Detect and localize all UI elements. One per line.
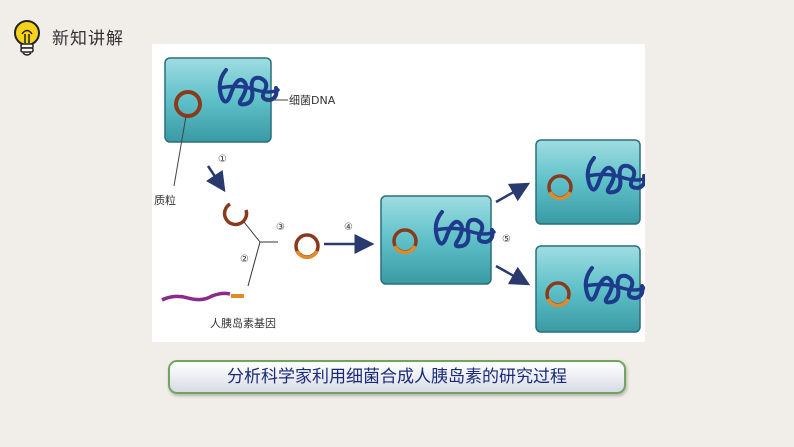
step-2-label: ② [240, 254, 249, 265]
step-4-label: ④ [344, 222, 353, 233]
label-bacterial-dna: 细菌DNA [289, 94, 336, 107]
plasmid-ring [174, 90, 202, 118]
arrow-step-5-top [495, 182, 531, 204]
daughter-bacterium-top [535, 139, 645, 225]
bacterium-cell [164, 57, 280, 143]
step-1-label: ① [218, 154, 227, 165]
human-dna-strand [161, 291, 231, 302]
step-5-label: ⑤ [502, 234, 511, 245]
arrow-step-1 [205, 165, 226, 193]
transformed-bacterium [380, 195, 496, 285]
step-3-label: ③ [276, 222, 285, 233]
recombinant-plasmid [294, 233, 320, 260]
process-diagram: 细菌DNA 质粒 ① ② 人胰岛素基因 ③ ④ [152, 44, 645, 342]
process-diagram-svg: 细菌DNA 质粒 ① ② 人胰岛素基因 ③ ④ [154, 57, 645, 333]
arrow-step-5-bottom [495, 264, 531, 286]
section-title: 新知讲解 [52, 29, 124, 49]
diagram-caption: 分析科学家利用细菌合成人胰岛素的研究过程 [168, 360, 626, 394]
label-plasmid: 质粒 [154, 193, 176, 207]
cut-plasmid [222, 202, 249, 227]
label-insulin-gene: 人胰岛素基因 [210, 316, 276, 330]
lightbulb-icon [14, 20, 40, 56]
daughter-bacterium-bottom [535, 245, 645, 333]
